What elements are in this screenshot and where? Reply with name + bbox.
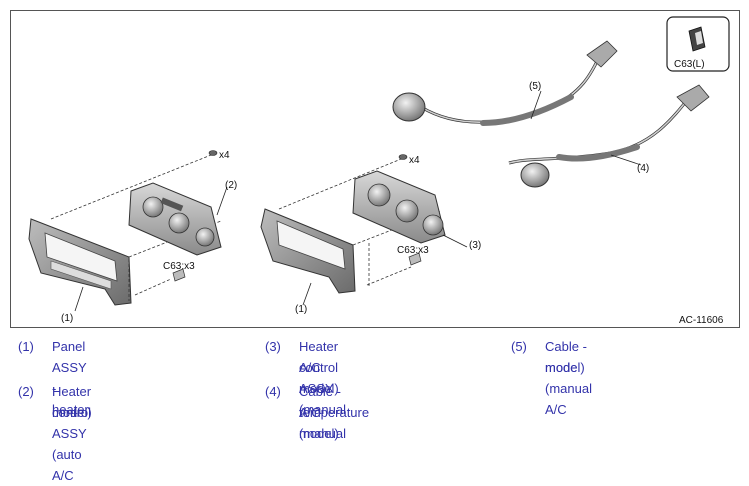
- legend-text: Cable - mode (manual A/C: [545, 339, 592, 417]
- legend-text: Heater control ASSY (manual: [299, 339, 346, 417]
- screw-left: [208, 150, 218, 156]
- panel-assy-heater-left: [28, 218, 132, 306]
- legend-num: (4): [265, 384, 281, 399]
- legend-text: Panel ASSY - heater: [52, 339, 89, 417]
- callout-1-middle: (1): [295, 304, 307, 315]
- clip-left: [172, 268, 186, 282]
- callout-4: (4): [637, 163, 649, 174]
- clip-count-left: C63:x3: [163, 261, 195, 272]
- legend-text-line2: model): [52, 405, 92, 420]
- clip-middle: [408, 252, 422, 266]
- legend-num: (5): [511, 339, 527, 354]
- legend-num: (1): [18, 339, 34, 354]
- figure-id: AC-11606: [679, 315, 724, 326]
- screw-count-middle: x4: [409, 155, 420, 166]
- heater-control-assy-auto: [128, 182, 222, 256]
- callout-1-left: (1): [61, 313, 73, 324]
- cable-temperature: [508, 84, 710, 188]
- screw-middle: [398, 154, 408, 160]
- clip-count-middle: C63:x3: [397, 245, 429, 256]
- callout-3: (3): [469, 240, 481, 251]
- connector-icon-box: [666, 16, 730, 72]
- legend-text-line2: model): [545, 360, 585, 375]
- diagram-svg: (1) (1) (2) (3) (4) (5) x4 x4 C63:x3 C63…: [28, 16, 730, 326]
- diagram-figure: (1) (1) (2) (3) (4) (5) x4 x4 C63:x3 C63…: [10, 10, 740, 328]
- legend-num: (3): [265, 339, 281, 354]
- callout-2: (2): [225, 180, 237, 191]
- legend-text-line2: A/C model): [299, 360, 339, 396]
- cable-mode: [392, 40, 618, 126]
- heater-control-assy-manual: [352, 170, 446, 244]
- callout-5: (5): [529, 81, 541, 92]
- screw-count-left: x4: [219, 150, 230, 161]
- legend: (1) Panel ASSY - heater (2) Heater contr…: [10, 336, 740, 483]
- legend-num: (2): [18, 384, 34, 399]
- panel-assy-heater-right: [260, 208, 356, 294]
- legend-text: Heater control ASSY (auto A/C: [52, 384, 92, 483]
- connector-label: C63(L): [674, 59, 705, 70]
- legend-text-line2: A/C model): [299, 405, 339, 441]
